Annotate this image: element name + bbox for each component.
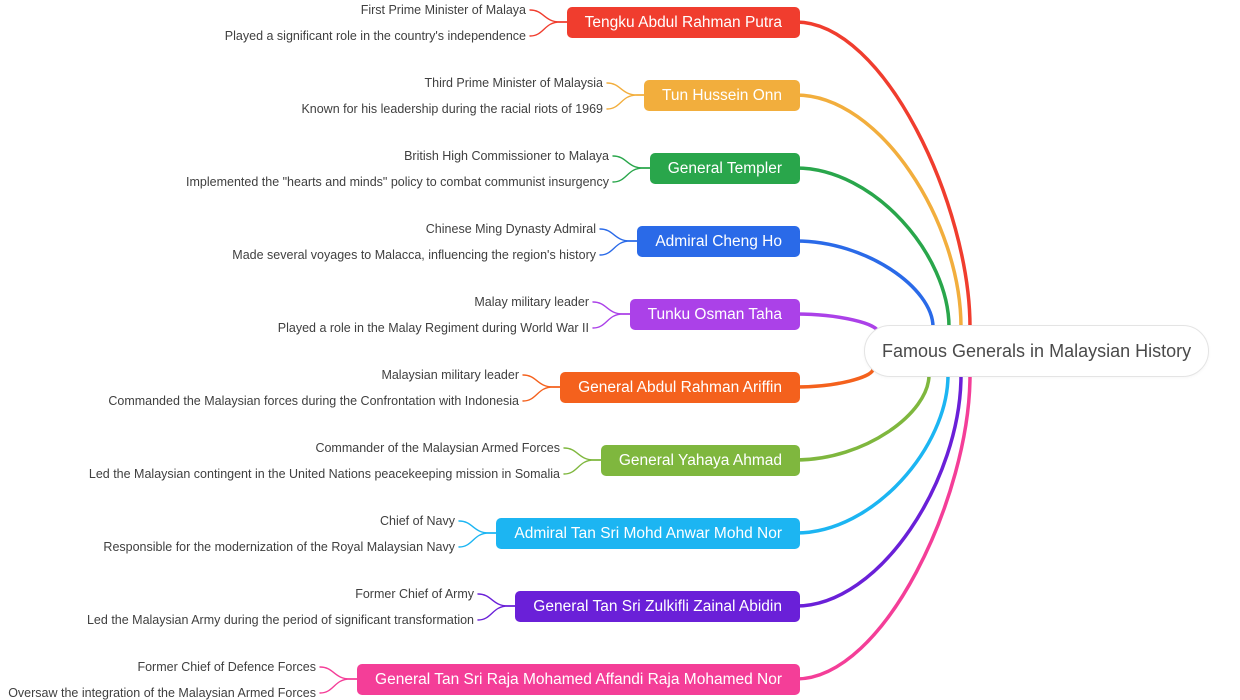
fact-connector [458, 532, 500, 548]
fact-label[interactable]: Made several voyages to Malacca, influen… [232, 248, 596, 262]
fact-connector [599, 240, 641, 256]
fact-connector [529, 21, 571, 37]
central-topic-node[interactable]: Famous Generals in Malaysian History [864, 325, 1210, 377]
fact-label[interactable]: Malaysian military leader [381, 368, 519, 382]
branch-curve [794, 20, 972, 329]
fact-connector [592, 313, 634, 329]
branch-curve [794, 166, 951, 329]
fact-label[interactable]: Third Prime Minister of Malaysia [424, 76, 603, 90]
branch-curve [794, 239, 935, 329]
fact-connector [477, 593, 519, 607]
fact-label[interactable]: Malay military leader [474, 295, 589, 309]
fact-connector [522, 386, 564, 402]
fact-connector [522, 374, 564, 388]
fact-label[interactable]: Led the Malaysian contingent in the Unit… [88, 467, 560, 481]
fact-label[interactable]: Commander of the Malaysian Armed Forces [315, 441, 560, 455]
fact-label[interactable]: Played a role in the Malay Regiment duri… [277, 321, 589, 335]
topic-node[interactable]: General Tan Sri Zulkifli Zainal Abidin [515, 590, 800, 622]
fact-label[interactable]: Chinese Ming Dynasty Admiral [425, 222, 596, 236]
topic-node[interactable]: General Abdul Rahman Ariffin [560, 371, 800, 403]
fact-label[interactable]: Former Chief of Army [355, 587, 474, 601]
fact-connector [458, 520, 500, 534]
branch-curve [794, 367, 875, 389]
branch-curve [794, 93, 963, 329]
fact-label[interactable]: British High Commissioner to Malaya [404, 149, 609, 163]
topic-node[interactable]: Tengku Abdul Rahman Putra [566, 6, 800, 38]
fact-label[interactable]: Responsible for the modernization of the… [103, 540, 455, 554]
fact-connector [563, 447, 605, 461]
fact-connector [477, 605, 519, 621]
topic-node[interactable]: Tun Hussein Onn [643, 79, 800, 111]
fact-label[interactable]: Chief of Navy [379, 514, 455, 528]
topic-node[interactable]: General Tan Sri Raja Mohamed Affandi Raj… [357, 663, 800, 695]
topic-node[interactable]: Tunku Osman Taha [629, 298, 800, 330]
fact-connector [599, 228, 641, 242]
fact-label[interactable]: First Prime Minister of Malaya [360, 3, 526, 17]
fact-connector [563, 459, 605, 475]
fact-label[interactable]: Oversaw the integration of the Malaysian… [8, 686, 316, 700]
fact-connector [612, 167, 654, 183]
topic-node[interactable]: Admiral Tan Sri Mohd Anwar Mohd Nor [496, 517, 800, 549]
fact-label[interactable]: Led the Malaysian Army during the period… [86, 613, 474, 627]
fact-label[interactable]: Commanded the Malaysian forces during th… [108, 394, 519, 408]
topic-node[interactable]: Admiral Cheng Ho [637, 225, 800, 257]
fact-connector [612, 155, 654, 169]
fact-connector [529, 9, 571, 23]
fact-label[interactable]: Played a significant role in the country… [224, 29, 526, 43]
fact-connector [606, 82, 648, 96]
branch-curve [794, 312, 880, 334]
fact-connector [319, 678, 361, 694]
branch-curve [794, 373, 963, 608]
branch-curve [794, 373, 931, 462]
branch-curve [794, 373, 972, 681]
fact-label[interactable]: Former Chief of Defence Forces [137, 660, 316, 674]
fact-connector [606, 94, 648, 110]
topic-node[interactable]: General Yahaya Ahmad [600, 444, 800, 476]
topic-node[interactable]: General Templer [649, 152, 800, 184]
branch-curve [794, 373, 950, 535]
fact-label[interactable]: Implemented the "hearts and minds" polic… [186, 175, 609, 189]
fact-connector [319, 666, 361, 680]
fact-connector [592, 301, 634, 315]
fact-label[interactable]: Known for his leadership during the raci… [301, 102, 603, 116]
